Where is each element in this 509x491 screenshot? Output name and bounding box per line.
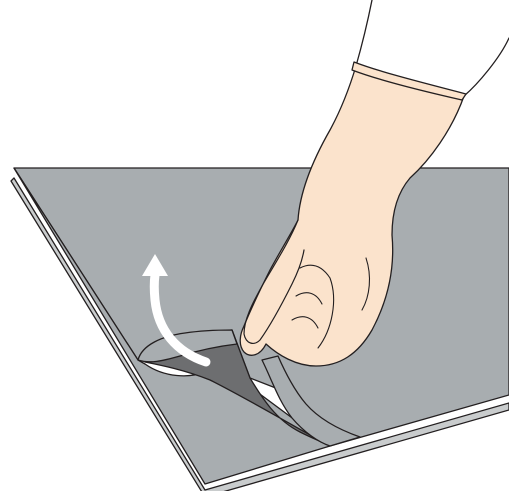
illustration-canvas bbox=[0, 0, 509, 491]
peel-backing-illustration bbox=[0, 0, 509, 491]
